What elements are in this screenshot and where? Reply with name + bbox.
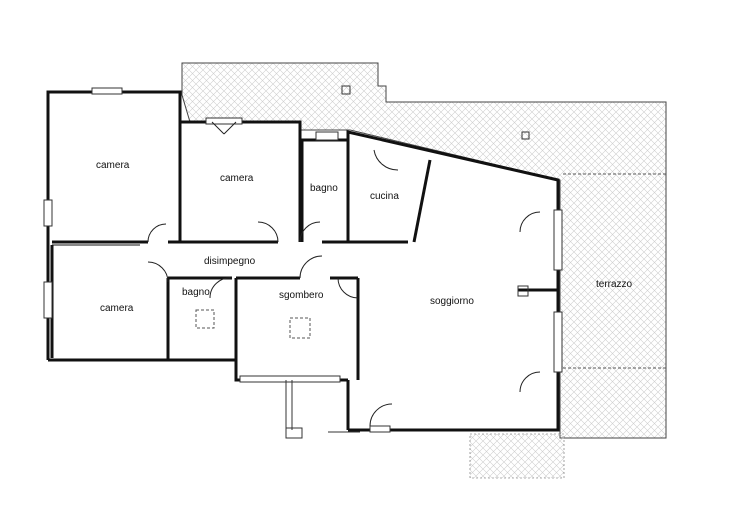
room-label-bagno-top: bagno: [310, 183, 338, 194]
room-label-camera-top-left: camera: [96, 160, 130, 171]
windows: [43, 87, 563, 433]
door-swings: [147, 121, 541, 427]
room-label-disimpegno: disimpegno: [204, 256, 256, 267]
room-label-bagno-small: bagno: [182, 287, 210, 298]
room-label-terrazzo: terrazzo: [596, 279, 633, 290]
ducts: [195, 85, 530, 339]
interior-walls: [50, 140, 558, 380]
room-label-cucina: cucina: [370, 191, 399, 202]
room-label-camera-top-center: camera: [220, 173, 254, 184]
room-label-sgombero: sgombero: [279, 290, 324, 301]
exterior-details: [285, 380, 565, 479]
room-label-soggiorno: soggiorno: [430, 296, 474, 307]
room-label-camera-bottom-left: camera: [100, 303, 134, 314]
